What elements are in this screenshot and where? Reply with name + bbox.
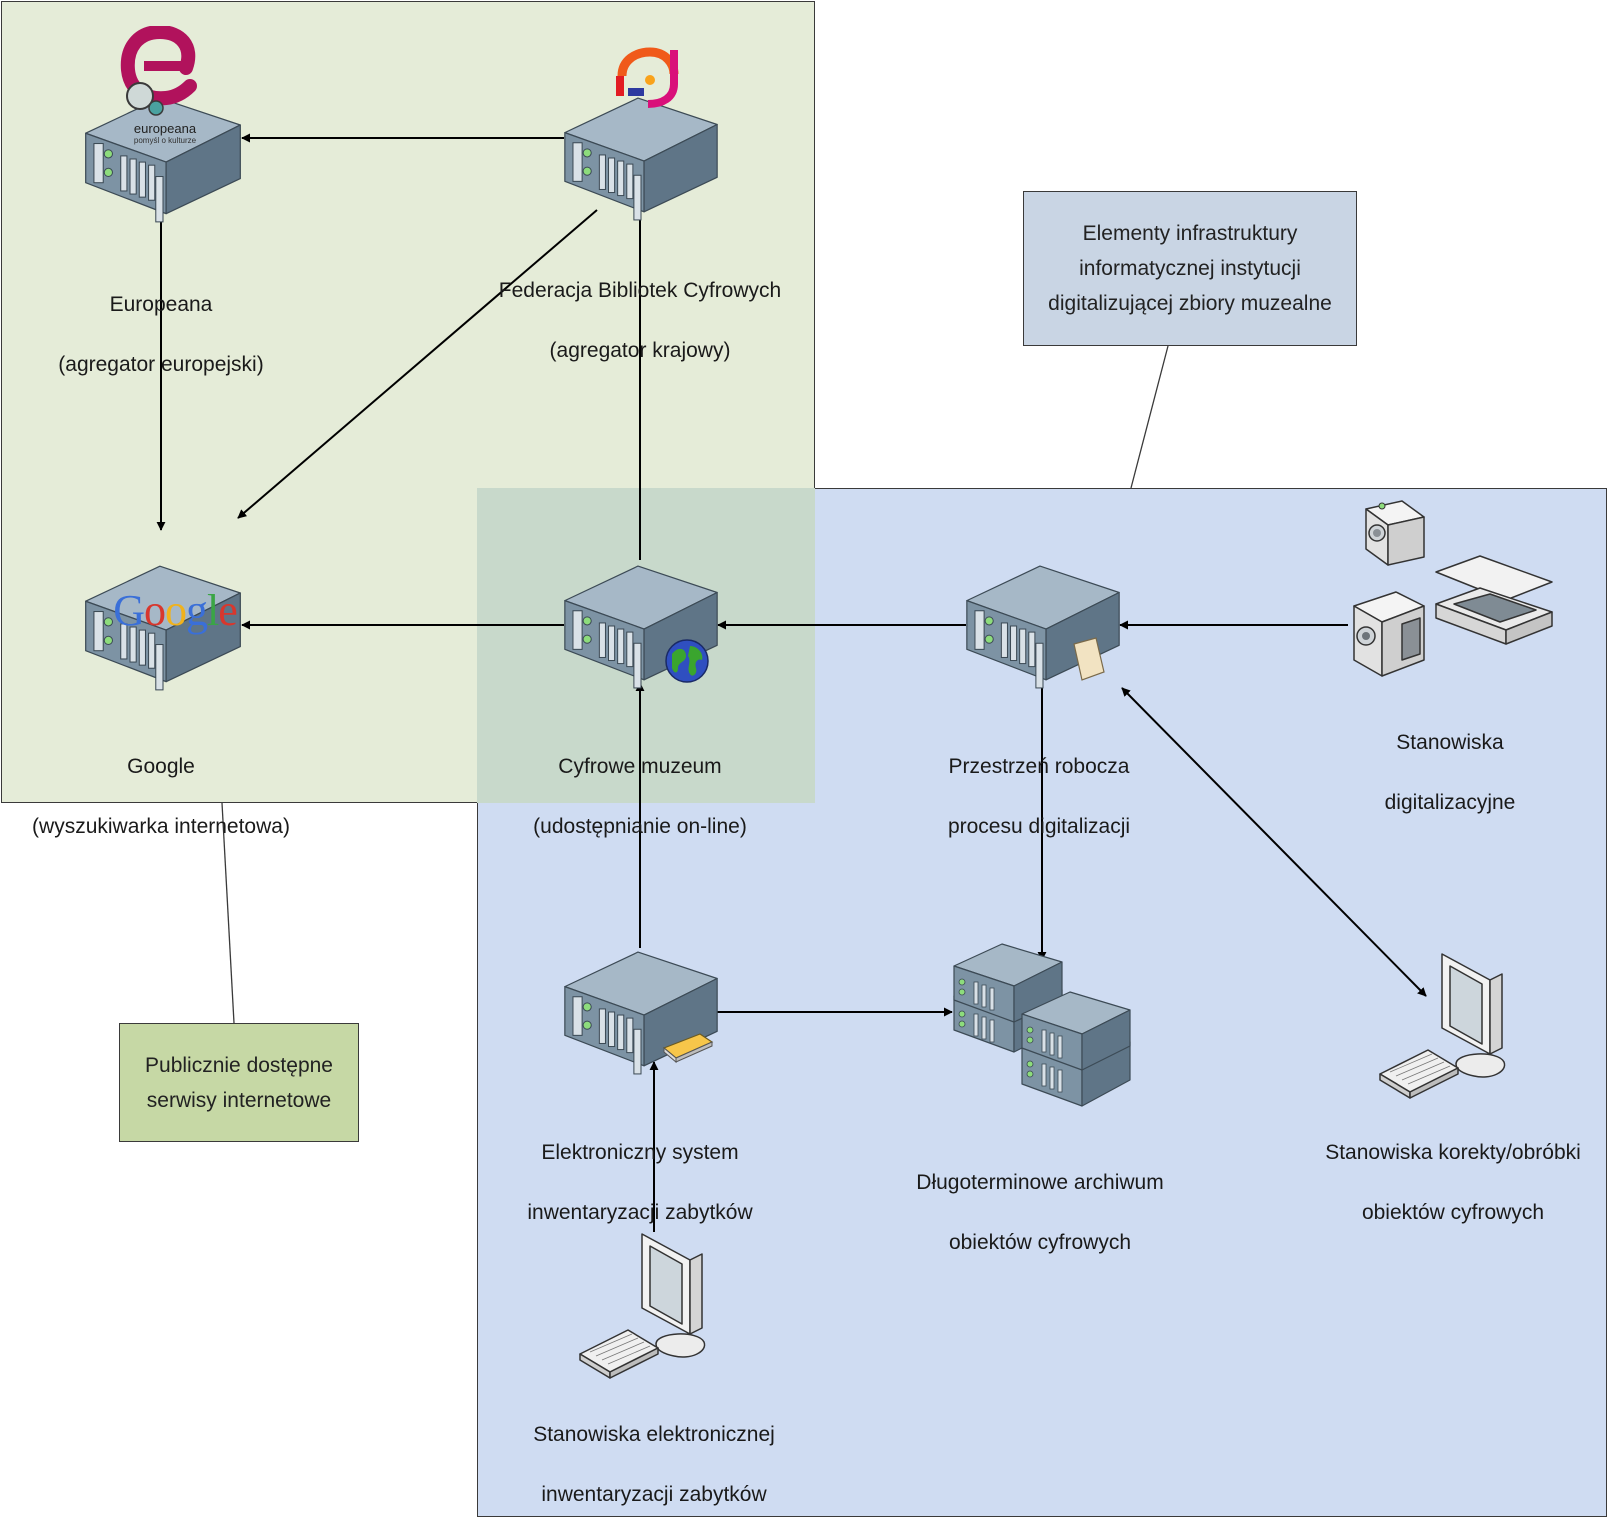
google-logo-icon: Google [100,536,250,636]
document-icon [1073,637,1105,681]
stations-subtitle: digitalizacyjne [1384,791,1516,814]
inventory-workstation-title: Stanowiska elektronicznej [533,1423,775,1446]
archive-server-cluster-icon [953,943,1131,1107]
fbc-logo-icon [616,47,679,108]
camera-icon [1365,500,1425,566]
inventory-label: Elektroniczny system inwentaryzacji zaby… [500,1108,780,1258]
fbc-subtitle: (agregator krajowy) [549,339,731,362]
scanner-icon [1435,555,1553,645]
infrastructure-note: Elementy infrastruktury informatycznej i… [1023,191,1357,346]
workspace-label: Przestrzeń robocza procesu digitalizacji [904,722,1174,872]
database-card-icon [662,1033,714,1064]
inventory-subtitle: inwentaryzacji zabytków [527,1201,753,1224]
inventory-title: Elektroniczny system [541,1141,739,1164]
arrow-workspace-correction-bidirectional [1121,687,1427,997]
fbc-label: Federacja Bibliotek Cyfrowych (agregator… [470,246,810,396]
google-logo-letter: e [218,586,238,635]
camcorder-icon [1353,591,1425,677]
public-services-note: Publicznie dostępne serwisy internetowe [119,1023,359,1142]
fbc-server-icon [564,97,718,221]
inventory-workstation-subtitle: inwentaryzacji zabytków [541,1483,767,1506]
arrow-fbc-to-google [237,209,598,519]
note-public-callout-line [221,802,235,1024]
workspace-server-icon [966,565,1120,689]
google-logo-letter: o [144,586,166,635]
museum-server-icon [564,565,718,689]
europeana-subtitle: (agregator europejski) [58,353,264,376]
europeana-server-icon [85,97,241,223]
fbc-title: Federacja Bibliotek Cyfrowych [498,279,782,302]
correction-workstation-icon [1379,953,1506,1099]
correction-subtitle: obiektów cyfrowych [1361,1201,1545,1224]
museum-label: Cyfrowe muzeum (udostępnianie on-line) [500,722,780,872]
workspace-subtitle: procesu digitalizacji [947,815,1131,838]
archive-label: Długoterminowe archiwum obiektów cyfrowy… [890,1138,1190,1288]
globe-icon [665,639,709,683]
google-label: Google (wyszukiwarka internetowa) [0,722,322,872]
note-infra-callout-line [1130,345,1169,489]
museum-subtitle: (udostępnianie on-line) [533,815,747,838]
inventory-workstation-icon [579,1233,706,1379]
europeana-logo-icon [120,26,197,116]
stations-label: Stanowiska digitalizacyjne [1340,698,1560,848]
google-subtitle: (wyszukiwarka internetowa) [32,815,290,838]
archive-title: Długoterminowe archiwum [916,1171,1164,1194]
google-logo-letter: o [165,586,187,635]
correction-title: Stanowiska korekty/obróbki [1325,1141,1581,1164]
workspace-title: Przestrzeń robocza [948,755,1130,778]
archive-subtitle: obiektów cyfrowych [948,1231,1132,1254]
inventory-server-icon [564,951,718,1075]
europeana-label: Europeana (agregator europejski) [0,260,322,410]
google-title: Google [127,755,195,778]
europeana-logo-text: europeana [133,121,197,136]
inventory-workstation-label: Stanowiska elektronicznej inwentaryzacji… [500,1390,808,1540]
europeana-title: Europeana [109,293,213,316]
google-server-icon [85,565,241,691]
museum-title: Cyfrowe muzeum [558,755,722,778]
stations-title: Stanowiska [1396,731,1504,754]
correction-label: Stanowiska korekty/obróbki obiektów cyfr… [1300,1108,1606,1258]
google-logo-letter: g [186,586,208,635]
google-logo-letter: G [113,586,145,635]
europeana-logo-subtext: pomyśl o kulturze [133,136,197,145]
google-logo-letter: l [207,586,219,635]
